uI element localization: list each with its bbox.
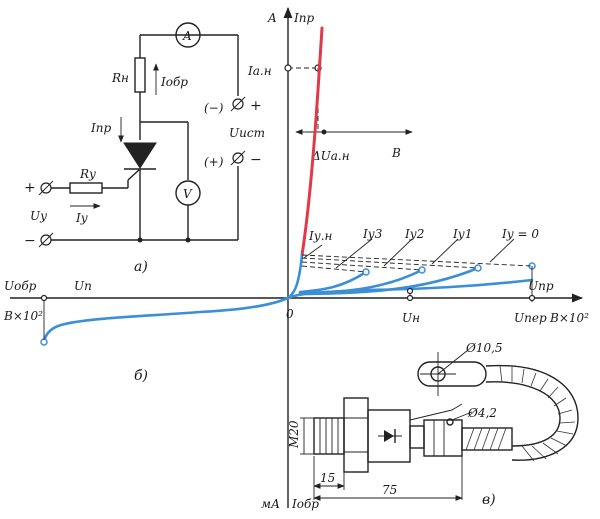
dim-75-label: 75: [382, 483, 397, 497]
panel-c-label: в): [482, 492, 496, 508]
voltmeter-label: V: [183, 187, 193, 201]
x-axis-unit: B×10²: [549, 311, 589, 325]
x-axis-label: Uпр: [528, 279, 554, 293]
y-neg-unit: мА: [261, 497, 280, 511]
source-bot-paren: (+): [204, 155, 224, 169]
x-neg-unit: B×10²: [3, 309, 43, 323]
thyristor-symbol: [123, 142, 157, 169]
iobr-label: Iобр: [160, 75, 188, 89]
branch-iy1: [298, 266, 480, 296]
b-label: B: [391, 146, 401, 160]
gate-resistor: [69, 182, 103, 194]
source-top-paren: (−): [204, 101, 224, 115]
iy0-label: Iу = 0: [501, 227, 539, 241]
delta-ua-label: ΔUа.н: [311, 149, 350, 163]
panel-b-label: б): [134, 368, 148, 384]
x-neg-label: Uобр: [4, 279, 37, 293]
thread-label: M20: [287, 420, 301, 449]
origin-label: 0: [286, 307, 294, 321]
control-minus: −: [24, 233, 36, 249]
branch-iy3: [298, 270, 368, 294]
iy3-label: Iу3: [362, 227, 383, 241]
ia-n-label: Iа.н: [247, 64, 272, 78]
load-resistor: [134, 57, 146, 93]
source-top-sign: +: [250, 98, 262, 114]
source-label: Uист: [229, 126, 265, 140]
dia-top-label: Ø10,5: [465, 341, 503, 355]
un-tick-label: Uн: [402, 311, 420, 325]
control-plus: +: [24, 180, 36, 196]
iy-label: Iу: [75, 211, 88, 225]
circuit-panel: A Rн Iобр Iпр V (−) +: [24, 22, 265, 275]
dia-hole-label: Ø4,2: [467, 406, 497, 420]
uy-label: Uу: [30, 209, 47, 223]
iy2-label: Iу2: [404, 227, 424, 241]
iy1-label: Iу1: [452, 227, 472, 241]
on-state-curve: [300, 26, 324, 257]
reverse-curve: [42, 296, 290, 344]
un-left-label: Uп: [74, 279, 92, 293]
rn-label: Rн: [111, 71, 129, 85]
ipr-label: Iпр: [90, 121, 111, 135]
panel-a-label: а): [134, 259, 148, 275]
source-bot-sign: −: [250, 152, 262, 168]
y-axis-label: Iпр: [293, 11, 314, 25]
y-axis-unit: A: [267, 11, 277, 25]
ammeter-symbol: [175, 22, 201, 48]
characteristic-panel: A Iпр Uпр B×10² Uобр B×10² Uп 0 мА Iобр …: [3, 6, 589, 511]
y-neg-label: Iобр: [291, 497, 319, 511]
device-panel: Ø10,5 Ø4,2 M20 15 75 в): [287, 341, 579, 508]
ry-label: Rу: [79, 167, 96, 181]
dim-15-label: 15: [320, 471, 335, 485]
ammeter-label: A: [182, 29, 192, 43]
iy-n-label: Iу.н: [308, 229, 333, 243]
uper-label: Uпер: [514, 311, 547, 325]
